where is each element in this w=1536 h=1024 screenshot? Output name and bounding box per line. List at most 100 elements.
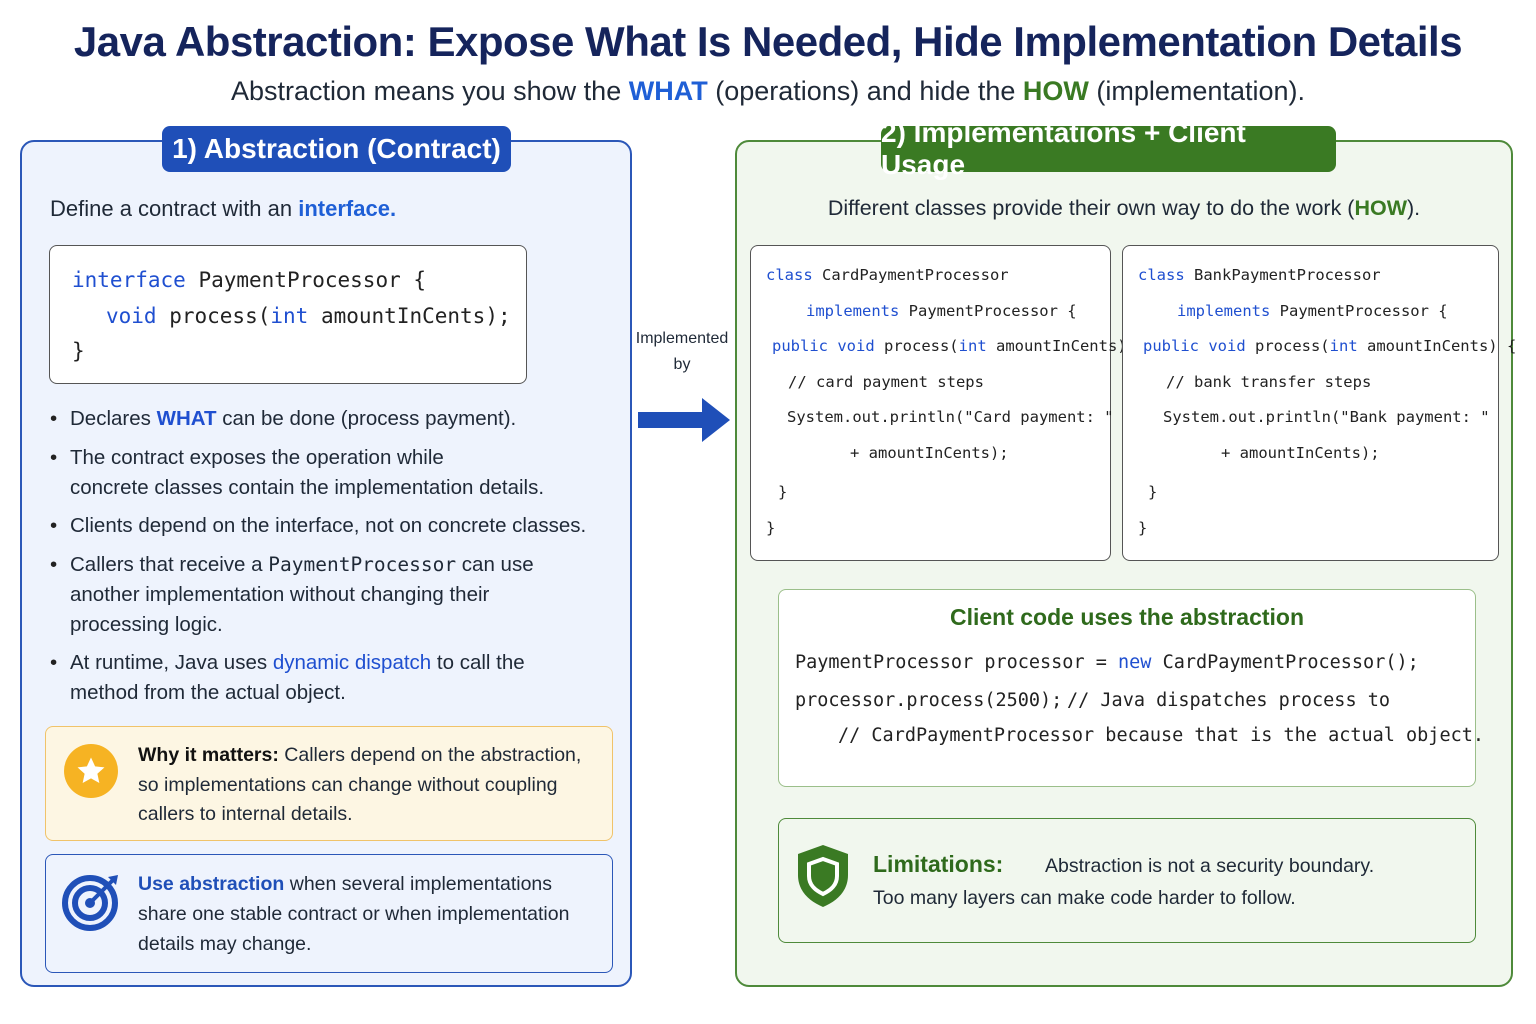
implementations-panel: 2) Implementations + Client Usage Differ… xyxy=(735,117,1516,987)
bullet-text: Clients depend on the interface, not on … xyxy=(70,514,587,537)
code-comment: // bank transfer steps xyxy=(1166,373,1372,391)
interface-code-block: interface PaymentProcessor { void proces… xyxy=(49,245,527,384)
code-line: } xyxy=(72,339,85,363)
implemented-by-label: Implemented by xyxy=(632,326,732,378)
code-line: implements PaymentProcessor { xyxy=(806,302,1077,320)
code-line: } xyxy=(778,483,788,501)
subtitle-what: WHAT xyxy=(628,76,708,106)
star-icon xyxy=(64,744,118,798)
code-comment: // card payment steps xyxy=(788,373,984,391)
code-line: class BankPaymentProcessor xyxy=(1138,266,1381,284)
intro-text: ). xyxy=(1407,196,1421,220)
shield-icon xyxy=(798,845,848,907)
code-text: PaymentProcessor { xyxy=(899,302,1077,320)
bullet-item: At runtime, Java uses dynamic dispatch t… xyxy=(50,648,525,708)
code-line: } xyxy=(1138,519,1148,537)
code-comment: // Java dispatches process to xyxy=(1067,690,1391,711)
bullet-text: method from the actual object. xyxy=(70,681,346,704)
abstraction-intro-text: Define a contract with an xyxy=(50,196,299,221)
abstraction-intro: Define a contract with an interface. xyxy=(50,196,396,222)
subtitle-how: HOW xyxy=(1022,76,1089,106)
bullet-text: can use xyxy=(456,553,534,576)
why-it-matters-label: Why it matters: xyxy=(138,744,279,766)
code-text: process( xyxy=(1245,337,1330,355)
abstraction-panel-header: 1) Abstraction (Contract) xyxy=(162,126,511,172)
callout-text: when several implementations xyxy=(284,873,553,895)
bullet-item: The contract exposes the operation while… xyxy=(50,443,544,503)
code-keyword: implements xyxy=(1177,302,1271,320)
code-keyword: void xyxy=(106,304,157,328)
code-line: PaymentProcessor processor = new CardPay… xyxy=(795,652,1419,673)
callout-text: so implementations can change without co… xyxy=(138,773,558,796)
code-line: interface PaymentProcessor { xyxy=(72,268,426,292)
callout-text: share one stable contract or when implem… xyxy=(138,903,570,925)
code-keyword: int xyxy=(1329,337,1358,355)
arrow-label-line: by xyxy=(673,356,691,373)
limitations-text: Abstraction is not a security boundary. xyxy=(1045,855,1375,877)
star-icon-glyph xyxy=(77,757,105,784)
bullet-text: to call the xyxy=(431,651,525,674)
code-line: + amountInCents); xyxy=(1221,444,1380,462)
code-keyword: public void xyxy=(772,337,875,355)
code-text: PaymentProcessor { xyxy=(1270,302,1448,320)
client-code-callout: Client code uses the abstraction Payment… xyxy=(778,589,1484,787)
code-text: process( xyxy=(874,337,959,355)
card-processor-code-block: class CardPaymentProcessor implements Pa… xyxy=(750,245,1145,561)
bullet-code: PaymentProcessor xyxy=(268,553,457,576)
subtitle-prefix: Abstraction means you show the xyxy=(231,76,629,106)
bullet-text: processing logic. xyxy=(70,613,223,636)
code-text: } xyxy=(72,339,85,363)
why-it-matters-text: Why it matters: Callers depend on the ab… xyxy=(138,741,598,830)
code-text: process( xyxy=(156,304,271,328)
subtitle-middle: (operations) and hide the xyxy=(707,76,1023,106)
code-comment: // CardPaymentProcessor because that is … xyxy=(838,725,1485,746)
code-text: PaymentProcessor processor = xyxy=(795,652,1119,673)
code-text: amountInCents); xyxy=(308,304,511,328)
code-line: public void process(int amountInCents) { xyxy=(772,337,1145,355)
why-it-matters-callout: Why it matters: Callers depend on the ab… xyxy=(45,726,613,841)
limitations-label: Limitations: xyxy=(873,851,1004,877)
code-keyword: int xyxy=(270,304,309,328)
code-keyword: implements xyxy=(806,302,900,320)
abstraction-panel: 1) Abstraction (Contract) Define a contr… xyxy=(20,126,632,987)
bullet-text: can be done (process payment). xyxy=(216,407,517,430)
target-icon xyxy=(62,875,118,931)
bank-processor-code-block: class BankPaymentProcessor implements Pa… xyxy=(1122,245,1516,561)
bullet-highlight: WHAT xyxy=(156,407,217,430)
code-text: BankPaymentProcessor xyxy=(1184,266,1381,284)
bullet-text: another implementation without changing … xyxy=(70,583,490,606)
callout-text: Callers depend on the abstraction, xyxy=(278,744,582,766)
intro-how: HOW xyxy=(1354,196,1407,220)
code-text: CardPaymentProcessor xyxy=(812,266,1009,284)
code-line: } xyxy=(766,519,776,537)
use-abstraction-callout: Use abstraction when several implementat… xyxy=(45,854,613,973)
code-line: class CardPaymentProcessor xyxy=(766,266,1009,284)
bullet-text: At runtime, Java uses xyxy=(70,651,273,674)
code-line: public void process(int amountInCents) { xyxy=(1143,337,1516,355)
subtitle-suffix: (implementation). xyxy=(1088,76,1305,106)
client-code-title: Client code uses the abstraction xyxy=(949,604,1305,630)
implementations-panel-header: 2) Implementations + Client Usage xyxy=(881,117,1336,180)
bullet-text: Callers that receive a xyxy=(70,553,269,576)
code-text: CardPaymentProcessor(); xyxy=(1151,652,1419,673)
implemented-by-arrow xyxy=(638,398,730,442)
bullet-item: Clients depend on the interface, not on … xyxy=(50,511,586,541)
bullet-text: Declares xyxy=(70,407,157,430)
bullet-highlight: dynamic dispatch xyxy=(272,651,432,674)
arrow-label-line: Implemented xyxy=(635,330,729,347)
code-line: } xyxy=(1148,483,1158,501)
code-line: implements PaymentProcessor { xyxy=(1177,302,1448,320)
abstraction-intro-keyword: interface. xyxy=(298,196,397,221)
code-line: void process(int amountInCents); xyxy=(106,304,511,328)
bullet-text: The contract exposes the operation while xyxy=(70,446,444,469)
code-keyword: int xyxy=(958,337,987,355)
bullet-text: concrete classes contain the implementat… xyxy=(70,476,545,499)
page-title: Java Abstraction: Expose What Is Needed,… xyxy=(73,18,1463,65)
limitations-callout: Limitations: Abstraction is not a securi… xyxy=(778,818,1476,943)
code-keyword: class xyxy=(1138,266,1185,284)
code-keyword: class xyxy=(766,266,813,284)
use-abstraction-label: Use abstraction xyxy=(138,873,285,895)
code-line: processor.process(2500); xyxy=(795,690,1062,711)
callout-text: callers to internal details. xyxy=(138,803,353,825)
code-line: + amountInCents); xyxy=(850,444,1009,462)
